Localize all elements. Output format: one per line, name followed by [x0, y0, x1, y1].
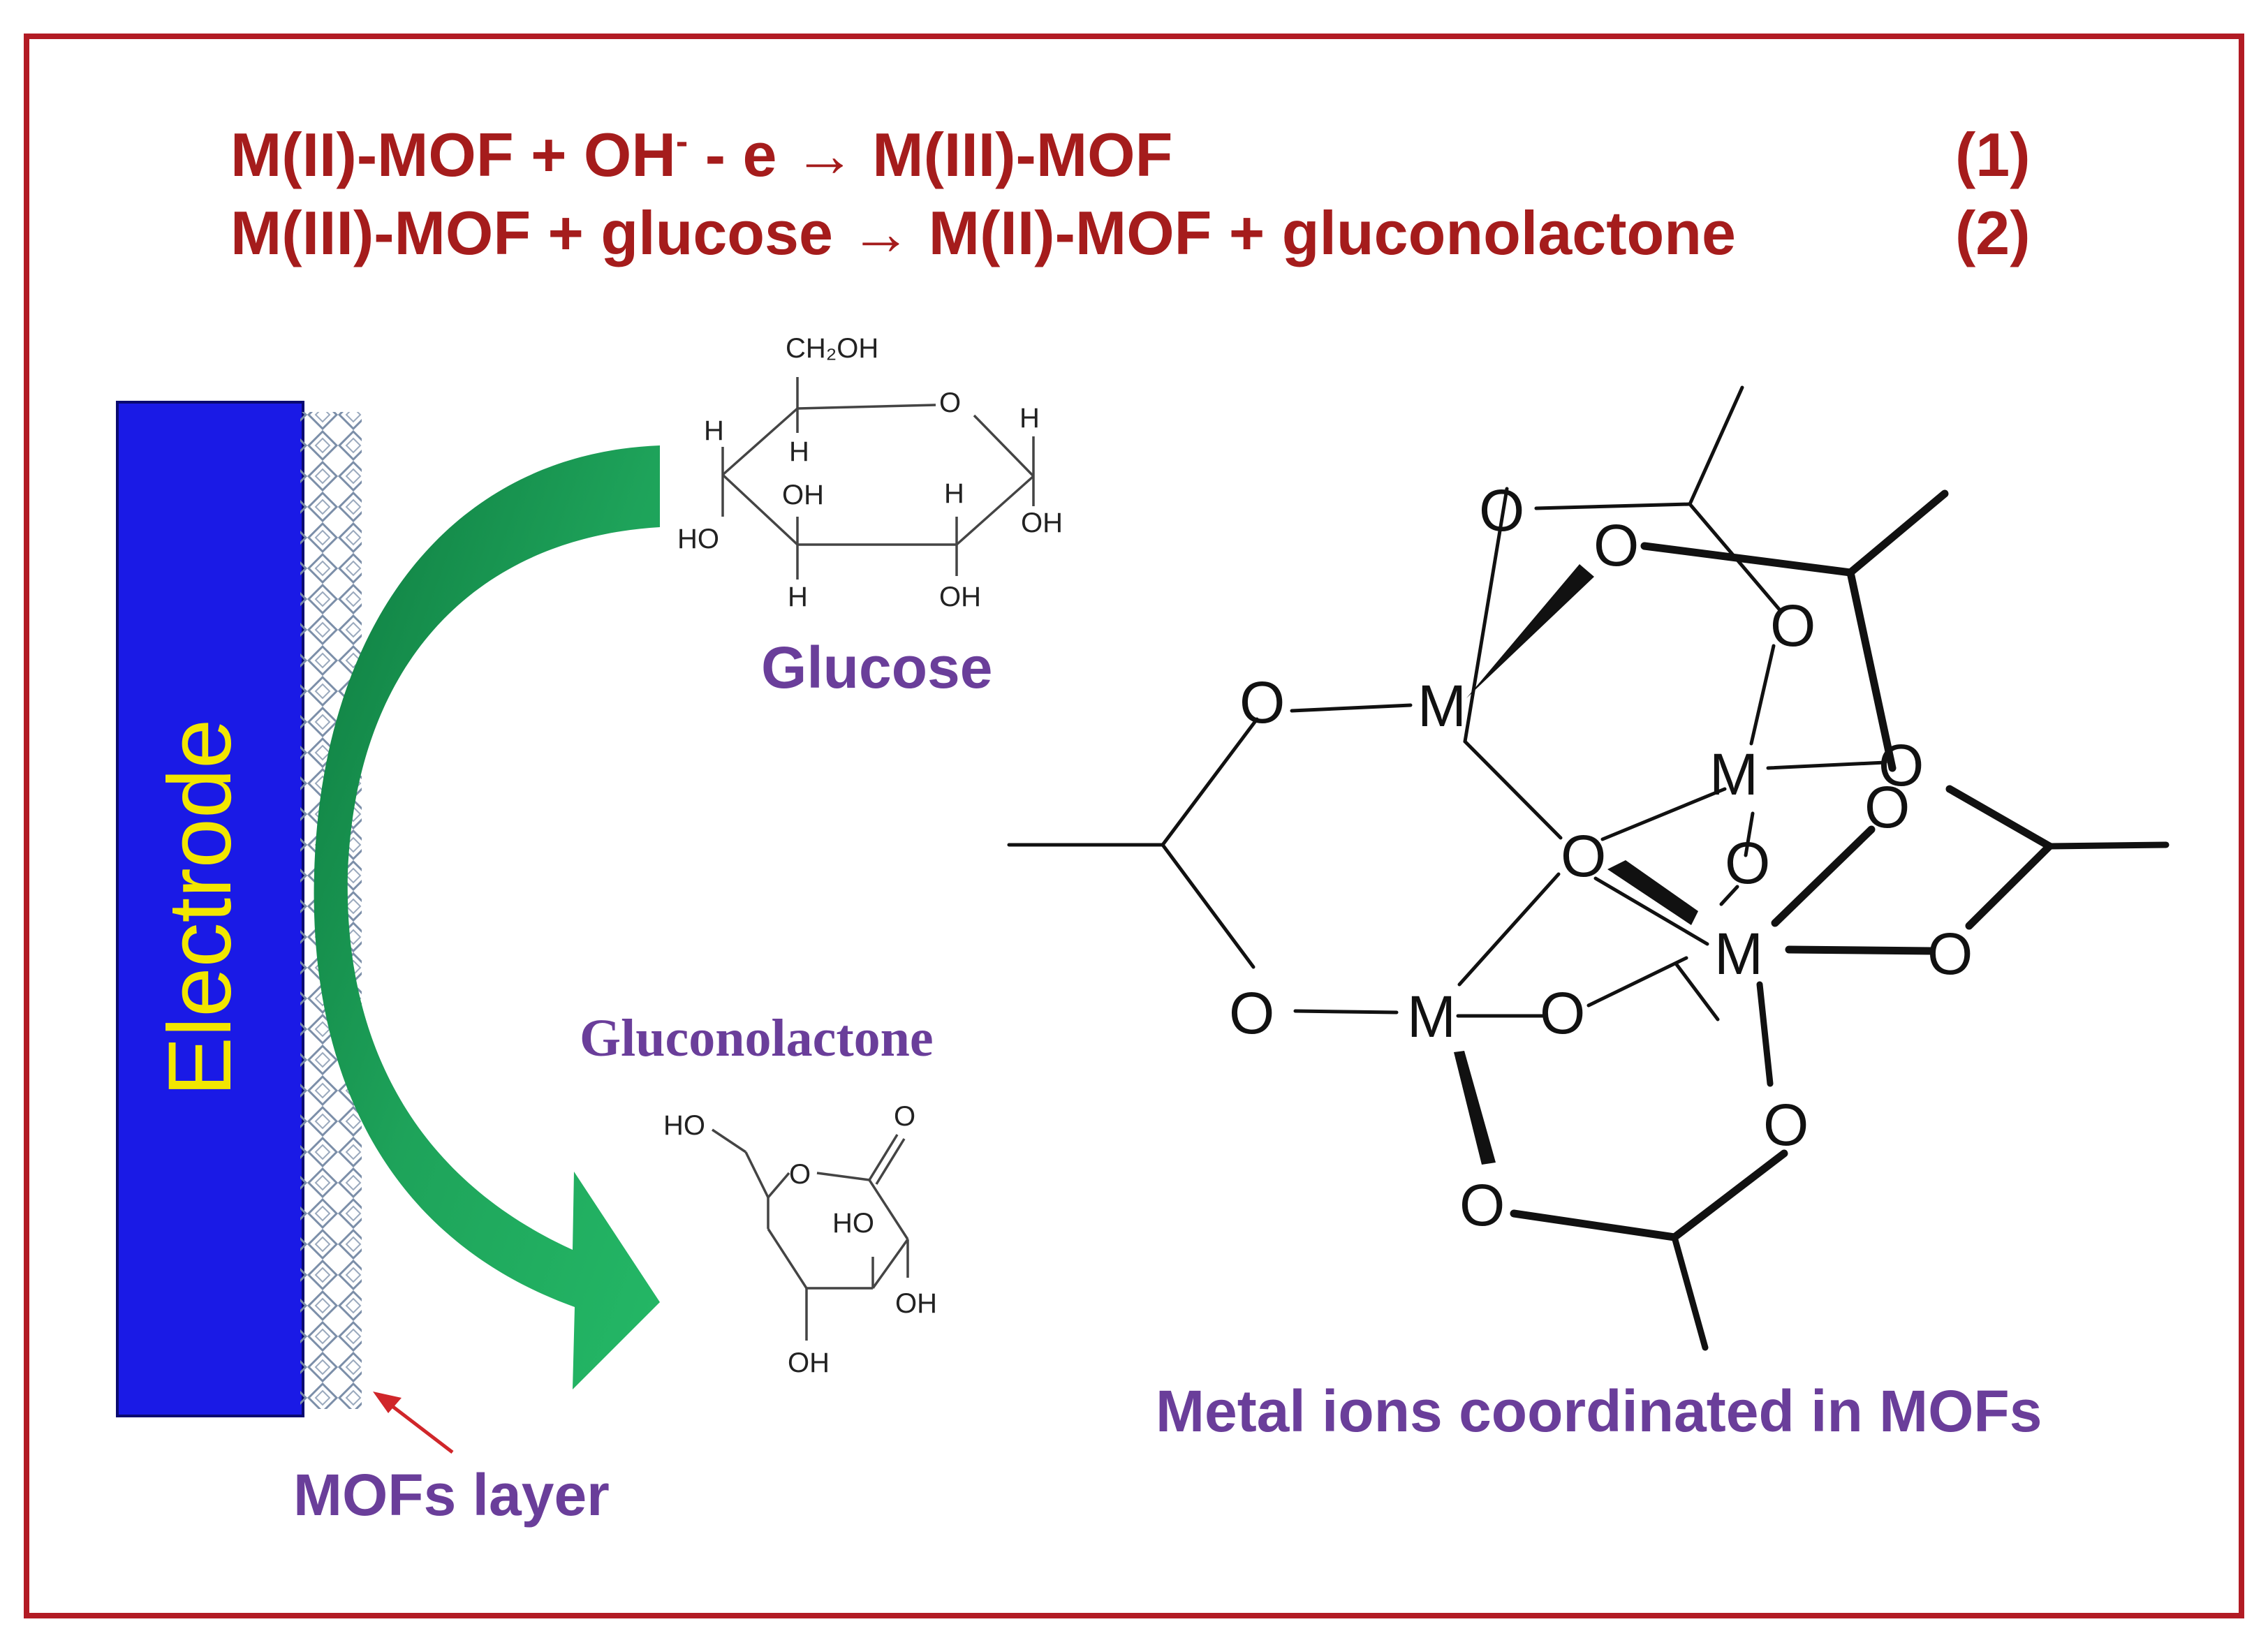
svg-text:HO: HO [677, 524, 719, 554]
central-oxygen: O [1561, 823, 1606, 889]
glucose-atom-labels: CH₂OH O H H H H H OH OH OH HO [677, 333, 1063, 612]
svg-text:H: H [788, 582, 808, 612]
svg-text:M: M [1407, 984, 1456, 1049]
electrode-bar [116, 401, 304, 1417]
svg-text:H: H [944, 478, 964, 509]
mofs-layer-label: MOFs layer [293, 1462, 610, 1528]
svg-text:CH₂OH: CH₂OH [786, 333, 878, 364]
svg-text:H: H [1019, 403, 1040, 434]
gluconolactone-atom-labels: HO O O HO OH OH [663, 1101, 937, 1378]
mofs-pointer-arrowhead [373, 1392, 402, 1413]
svg-text:H: H [789, 436, 809, 467]
mofs-layer-callout: MOFs layer [293, 1392, 610, 1528]
svg-text:O: O [1239, 670, 1285, 735]
svg-text:OH: OH [939, 582, 981, 612]
equations: M(II)-MOF + OH- - e → M(III)-MOF (1) M(I… [230, 120, 2031, 267]
svg-text:HO: HO [663, 1110, 705, 1141]
svg-text:OH: OH [1021, 508, 1063, 538]
svg-text:OH: OH [782, 480, 824, 510]
glucose-structure [721, 377, 1035, 580]
svg-text:O: O [1479, 478, 1524, 543]
svg-text:OH: OH [895, 1288, 937, 1319]
gluconolactone-label: Gluconolactone [580, 1009, 934, 1068]
mof-cluster-atoms: O O M M O O O O M O O O M O O O O [1229, 478, 1973, 1238]
svg-text:M: M [1418, 673, 1466, 739]
equation-1-number: (1) [1955, 120, 2031, 189]
equation-1: M(II)-MOF + OH- - e → M(III)-MOF [230, 120, 1172, 189]
glucose-label: Glucose [761, 635, 992, 700]
equation-2: M(III)-MOF + glucose → M(II)-MOF + gluco… [230, 198, 1736, 267]
svg-text:OH: OH [788, 1348, 830, 1378]
electrode: Electrode [116, 401, 304, 1417]
electrode-label: Electrode [150, 719, 250, 1097]
svg-text:M: M [1714, 921, 1763, 987]
svg-text:O: O [1725, 830, 1770, 896]
svg-text:O: O [1593, 512, 1639, 578]
svg-text:H: H [704, 415, 724, 446]
svg-text:O: O [894, 1101, 915, 1132]
svg-text:M: M [1709, 741, 1758, 807]
reaction-curved-arrow [314, 445, 660, 1389]
svg-text:O: O [789, 1159, 811, 1190]
outer-frame [24, 34, 2244, 1618]
mof-cluster-bonds [1007, 385, 2170, 1351]
svg-text:O: O [1864, 774, 1910, 840]
equation-2-number: (2) [1955, 198, 2031, 267]
svg-text:O: O [939, 388, 961, 418]
svg-text:O: O [1927, 921, 1973, 987]
gluconolactone-structure [712, 1128, 909, 1341]
svg-text:O: O [1770, 593, 1816, 658]
mofs-pointer-line [383, 1399, 454, 1454]
svg-text:O: O [1229, 980, 1274, 1046]
svg-text:O: O [1459, 1172, 1505, 1238]
svg-text:O: O [1878, 732, 1924, 798]
svg-text:O: O [1540, 980, 1585, 1046]
svg-text:HO: HO [832, 1208, 874, 1239]
mof-cluster-wedges [1454, 564, 1698, 1165]
svg-text:O: O [1763, 1092, 1809, 1158]
mof-cluster-label: Metal ions coordinated in MOFs [1156, 1378, 2042, 1444]
